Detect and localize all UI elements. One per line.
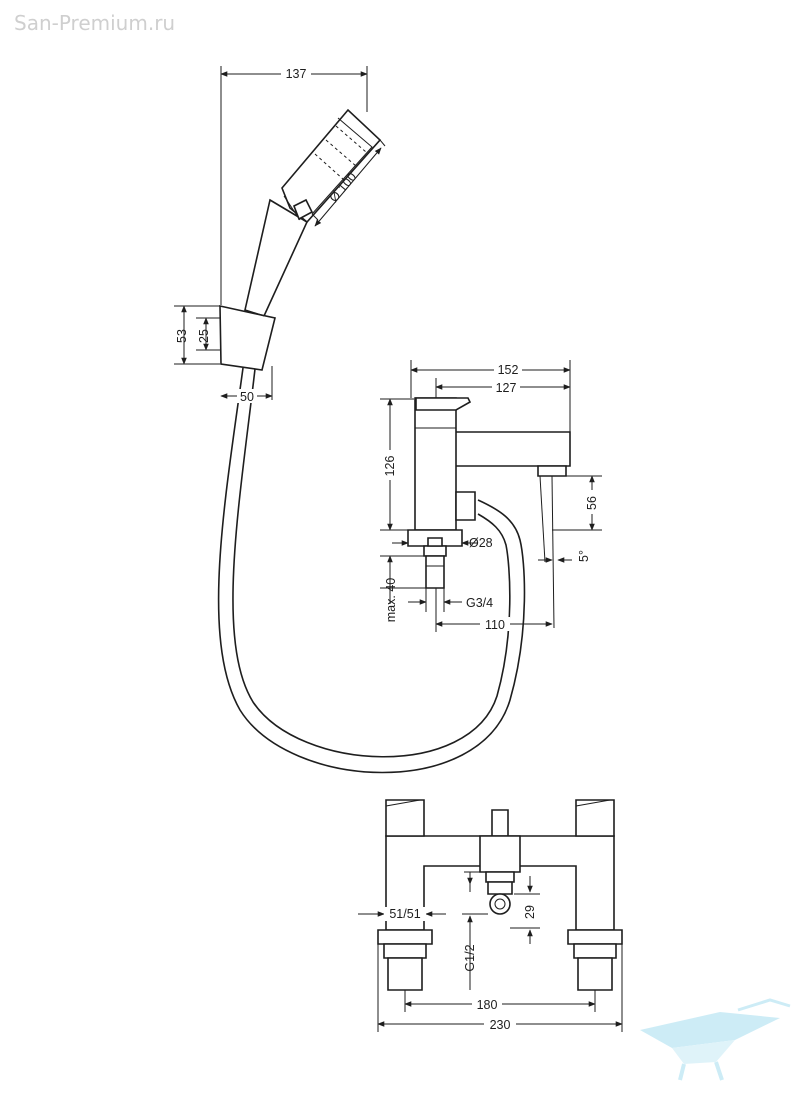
- dim-holder-height-inner: 25: [197, 329, 211, 343]
- mixer-side-dimensions: 152 127 126 56 Ø28 5° max. 40 G3/4: [380, 360, 602, 632]
- dim-spout-length: 127: [496, 381, 517, 395]
- mixer-front-view: [377, 799, 623, 991]
- dim-holder-width: 50: [240, 390, 254, 404]
- dim-holder-height-outer: 53: [175, 329, 189, 343]
- dim-spout-clearance: 56: [585, 496, 599, 510]
- dim-max-length: max. 40: [384, 578, 398, 623]
- shower-holder: [219, 305, 276, 371]
- watermark-text: San-Premium.ru: [14, 11, 175, 35]
- hand-shower: [244, 108, 382, 317]
- bathtub-logo-icon: [640, 998, 791, 1081]
- mixer-side-view: [407, 397, 571, 589]
- dim-handshower-width: 137: [286, 67, 307, 81]
- dim-spout-total-length: 152: [498, 363, 519, 377]
- dim-thread-diverter: G1/2: [463, 944, 477, 971]
- dim-thread-main: G3/4: [466, 596, 493, 610]
- dim-body-height: 126: [383, 456, 397, 477]
- dim-body-diameter: Ø28: [469, 536, 493, 550]
- mixer-front-dimensions: 51/51 G1/2 29 180 230: [358, 871, 623, 1032]
- dim-valve-size: 51/51: [389, 907, 420, 921]
- dim-spout-angle: 5°: [577, 550, 591, 562]
- dim-hose-offset: 110: [485, 618, 505, 632]
- shower-hose: [217, 367, 526, 774]
- dim-diverter-depth: 29: [523, 905, 537, 919]
- dim-total-width: 230: [490, 1018, 511, 1032]
- dim-center-distance: 180: [477, 998, 498, 1012]
